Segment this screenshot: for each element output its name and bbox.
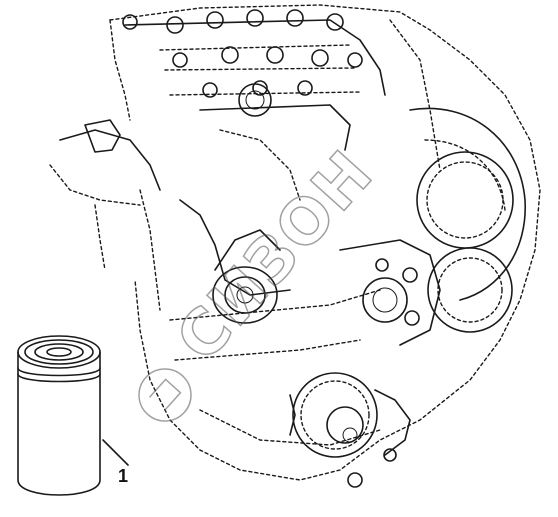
watermark-text: СИЗОН [162,136,388,375]
callout-1: 1 [102,439,129,486]
gear-housing [362,151,514,333]
callout-number: 1 [118,466,128,486]
cylinder-head-bolts [122,9,363,117]
front-cover-pulley [212,229,281,324]
engine-block [49,4,541,481]
watermark: СИЗОН [138,135,388,422]
drive-gear [289,372,411,488]
oil-filter [17,335,101,496]
